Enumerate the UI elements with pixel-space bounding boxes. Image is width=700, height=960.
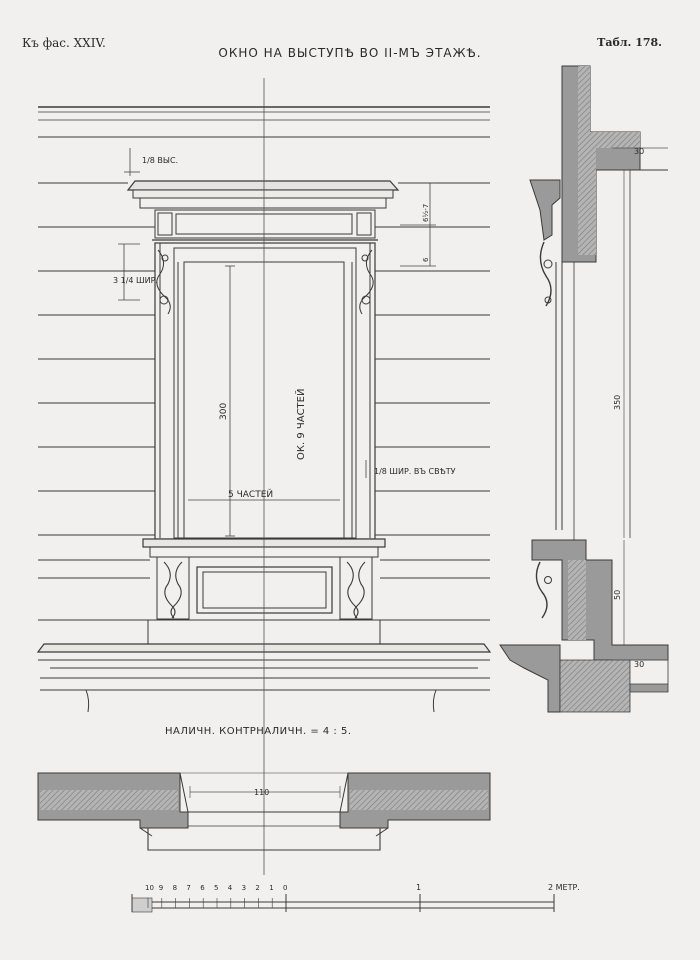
dim-right-a: 6½-7 (422, 204, 430, 222)
scale-tick-label: 4 (228, 884, 233, 892)
section-dim-sill: 50 (613, 590, 622, 600)
elevation-dimensions (118, 148, 436, 537)
facade-elevation (36, 78, 492, 875)
scale-tick-label: 7 (186, 884, 190, 892)
scale-tick-label: 5 (214, 884, 218, 892)
dim-height-fraction: 1/8 ВЫС. (142, 156, 178, 165)
dim-right-b: 6 (422, 257, 430, 262)
scale-bar (131, 894, 555, 913)
scale-tick-label: 10 (145, 884, 154, 892)
dim-clear-width: 1/8 ШИР. ВЪ СВѢТУ (374, 467, 456, 476)
vertical-section (499, 65, 669, 713)
jamb-console-right (359, 249, 374, 315)
section-dim-top: 30 (634, 147, 644, 156)
scale-tick-label: 2 (255, 884, 259, 892)
window-cornice (126, 180, 400, 241)
window-plan (37, 772, 491, 851)
scale-tick-label: 8 (173, 884, 177, 892)
scale-minor-ticks (147, 898, 287, 908)
table-number: Табл. 178. (597, 36, 662, 49)
section-dim-bottom: 30 (634, 660, 644, 669)
wall-courses-left (38, 182, 155, 621)
plan-dim-width: 110 (254, 788, 269, 797)
wall-courses-right (375, 182, 490, 621)
dim-height-300: 300 (219, 403, 229, 420)
dim-five-parts: 5 ЧАСТЕЙ (228, 488, 273, 500)
scale-tick-label: 3 (242, 884, 246, 892)
section-dim-height: 350 (613, 395, 622, 410)
ratio-note: НАЛИЧН. КОНТРНАЛИЧН. = 4 : 5. (165, 726, 352, 737)
scale-label-one: 1 (416, 883, 421, 892)
dim-width-fraction: 3 1/4 ШИР. (113, 276, 158, 285)
scale-tick-label: 6 (200, 884, 205, 892)
plate-reference: Къ фас. XXIV. (22, 36, 106, 50)
drawing-title: ОКНО НА ВЫСТУПѢ ВО II-МЪ ЭТАЖѢ. (218, 46, 482, 60)
scale-tick-label: 1 (269, 884, 273, 892)
scale-label-two: 2 МЕТР. (548, 883, 580, 892)
jamb-console-left (156, 249, 171, 315)
dim-nine-parts: ОК. 9 ЧАСТЕЙ (294, 389, 307, 460)
scale-tick-label: 9 (159, 884, 163, 892)
scale-tick-label: 0 (283, 884, 287, 892)
